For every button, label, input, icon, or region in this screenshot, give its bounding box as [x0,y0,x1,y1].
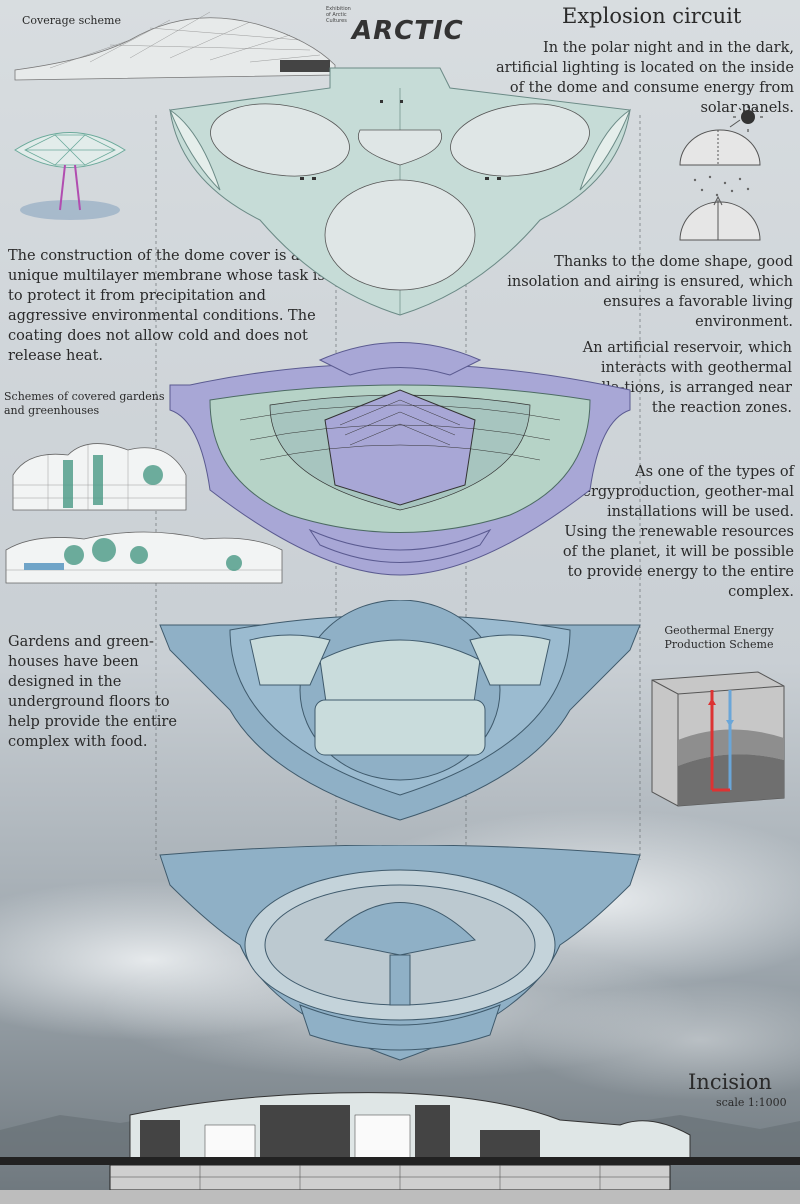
level-3-plan [159,845,641,1061]
coverage-scheme-image [14,11,336,81]
explosion-title: Explosion circuit [562,4,742,28]
gardens-scheme-label: Schemes of covered gardens and greenhous… [4,390,165,417]
tree-structure-icon [14,132,126,220]
incision-section-drawing [0,1092,800,1204]
sun-icon [733,105,763,132]
brand-logo: ARCTIC [352,16,464,46]
greenhouse-section-image [12,443,187,511]
brand-subtitle: Exhibition of Arctic Cultures [326,6,351,24]
dome-shape-text: Thanks to the dome shape, good insolatio… [507,254,793,330]
coverage-scheme-label: Coverage scheme [22,14,121,27]
dome-construction-text: The construction of the dome cover is a … [8,248,325,364]
incision-title: Incision [688,1070,772,1094]
greenhouse-long-section-image [5,531,283,584]
geothermal-text: As one of the types of energyproduction,… [562,464,794,600]
geothermal-block-icon [651,671,785,807]
explosion-text: In the polar night and in the dark, arti… [495,40,794,116]
incision-scale: scale 1:1000 [716,1096,787,1109]
level-2-plan [159,600,641,821]
level-1-plan [169,342,631,576]
geothermal-scheme-label: Geothermal Energy Production Scheme [664,624,774,651]
dome-section-icon [679,105,763,241]
dome-cover-layer [168,67,632,316]
gardens-text: Gardens and green-houses have been desig… [8,634,177,750]
